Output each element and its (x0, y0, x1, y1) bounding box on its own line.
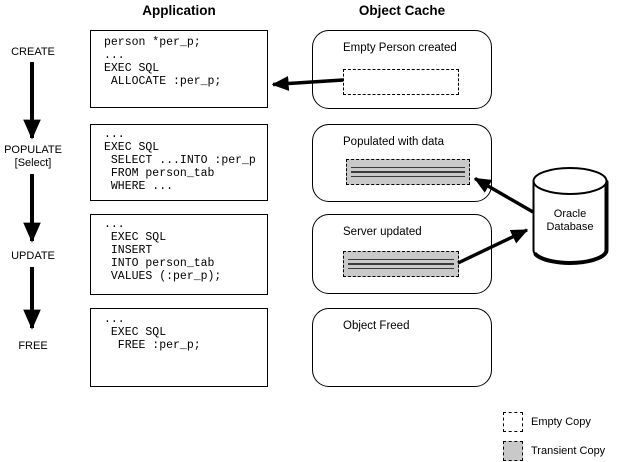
database-label-line1: Oracle (553, 208, 587, 220)
data-line (351, 171, 465, 173)
database-label: Oracle Database (531, 208, 609, 233)
cache-status-text: Object Freed (343, 320, 410, 332)
database-cylinder-icon (532, 167, 609, 265)
stage-label-populate: POPULATE [Select] (0, 144, 66, 170)
data-line (348, 267, 454, 270)
object-cache-column-header: Object Cache (358, 3, 446, 18)
stage-label-update: UPDATE (0, 250, 66, 263)
application-column-header: Application (142, 3, 216, 18)
code-box-free: ... EXEC SQL FREE :per_p; (90, 308, 268, 387)
code-box-populate: ... EXEC SQL SELECT ...INTO :per_p FROM … (90, 124, 268, 201)
cache-box-create: Empty Person created (312, 30, 492, 109)
data-line (348, 258, 454, 261)
legend-transient-copy-label: Transient Copy (531, 445, 606, 457)
legend-transient-copy-swatch (503, 441, 523, 461)
transient-copy-rect (346, 159, 470, 185)
stage-label-text: POPULATE (4, 144, 62, 156)
stage-sublabel-text: [Select] (14, 157, 52, 169)
code-box-create: person *per_p; ... EXEC SQL ALLOCATE :pe… (90, 30, 268, 108)
data-line (351, 175, 465, 178)
cache-status-text: Server updated (343, 226, 422, 238)
cache-status-text: Populated with data (343, 136, 445, 148)
empty-copy-rect (343, 69, 459, 95)
stage-label-create: CREATE (0, 46, 66, 59)
legend-empty-copy-label: Empty Copy (531, 416, 591, 428)
oracle-database-cylinder: Oracle Database (531, 166, 613, 268)
stage-label-text: CREATE (11, 46, 55, 58)
database-label-line2: Database (546, 220, 594, 233)
cache-status-text: Empty Person created (343, 42, 457, 54)
stage-label-text: UPDATE (11, 250, 55, 262)
stage-label-free: FREE (0, 340, 66, 353)
code-box-update: ... EXEC SQL INSERT INTO person_tab VALU… (90, 214, 268, 295)
stage-label-text: FREE (18, 340, 48, 352)
legend-empty-copy-swatch (503, 412, 523, 432)
data-line (351, 166, 465, 169)
cache-box-update: Server updated (312, 214, 492, 294)
data-line (348, 263, 454, 265)
cache-box-populate: Populated with data (312, 124, 492, 202)
cache-box-free: Object Freed (312, 308, 492, 387)
transient-copy-rect (343, 251, 459, 277)
